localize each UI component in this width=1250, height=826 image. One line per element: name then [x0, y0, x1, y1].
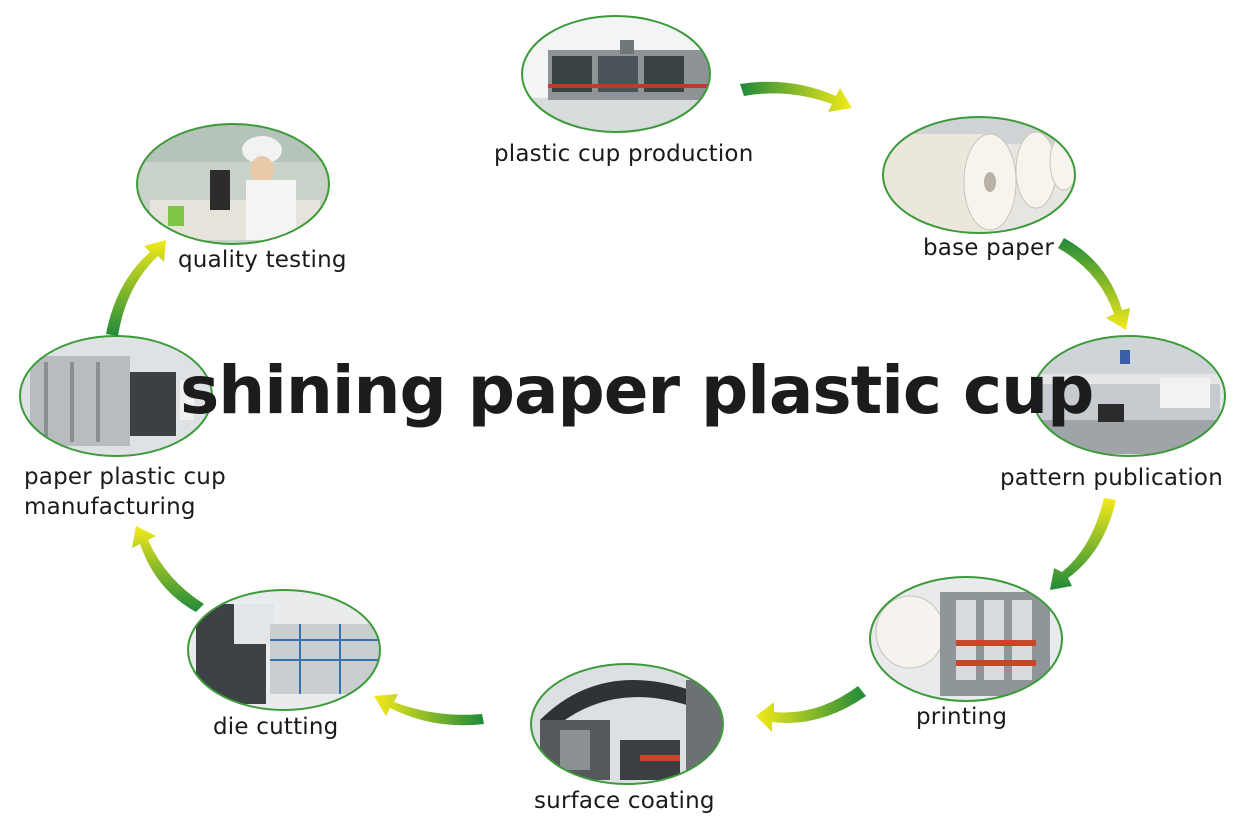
pattern-publication-image: [1032, 335, 1226, 457]
label-pattern-publication: pattern publication: [1000, 465, 1223, 491]
arrow-manufacturing-to-quality: [106, 240, 166, 336]
printing-image: [869, 576, 1063, 702]
quality-testing-image: [136, 123, 330, 245]
label-quality-testing: quality testing: [178, 247, 347, 273]
surface-coating-image: [530, 663, 724, 785]
label-manufacturing-line2: manufacturing: [24, 494, 196, 520]
arrow-base-paper-to-pattern: [1058, 238, 1130, 330]
arrow-die-cutting-to-manufacturing: [132, 526, 204, 612]
arrow-pattern-to-printing: [1050, 498, 1116, 590]
label-printing: printing: [916, 704, 1008, 730]
arrow-production-to-base-paper: [740, 81, 852, 112]
label-plastic-cup-production: plastic cup production: [494, 141, 754, 167]
arrow-coating-to-die-cutting: [374, 694, 484, 726]
base-paper-image: [882, 116, 1076, 234]
label-manufacturing-line1: paper plastic cup: [24, 464, 226, 490]
arrow-printing-to-coating: [756, 686, 866, 732]
label-base-paper: base paper: [923, 235, 1055, 261]
diagram-title: shining paper plastic cup: [180, 352, 1094, 429]
manufacturing-image: [19, 335, 213, 457]
plastic-cup-production-image: [521, 15, 711, 133]
label-die-cutting: die cutting: [213, 714, 339, 740]
die-cutting-image: [187, 589, 381, 711]
label-surface-coating: surface coating: [534, 788, 715, 814]
